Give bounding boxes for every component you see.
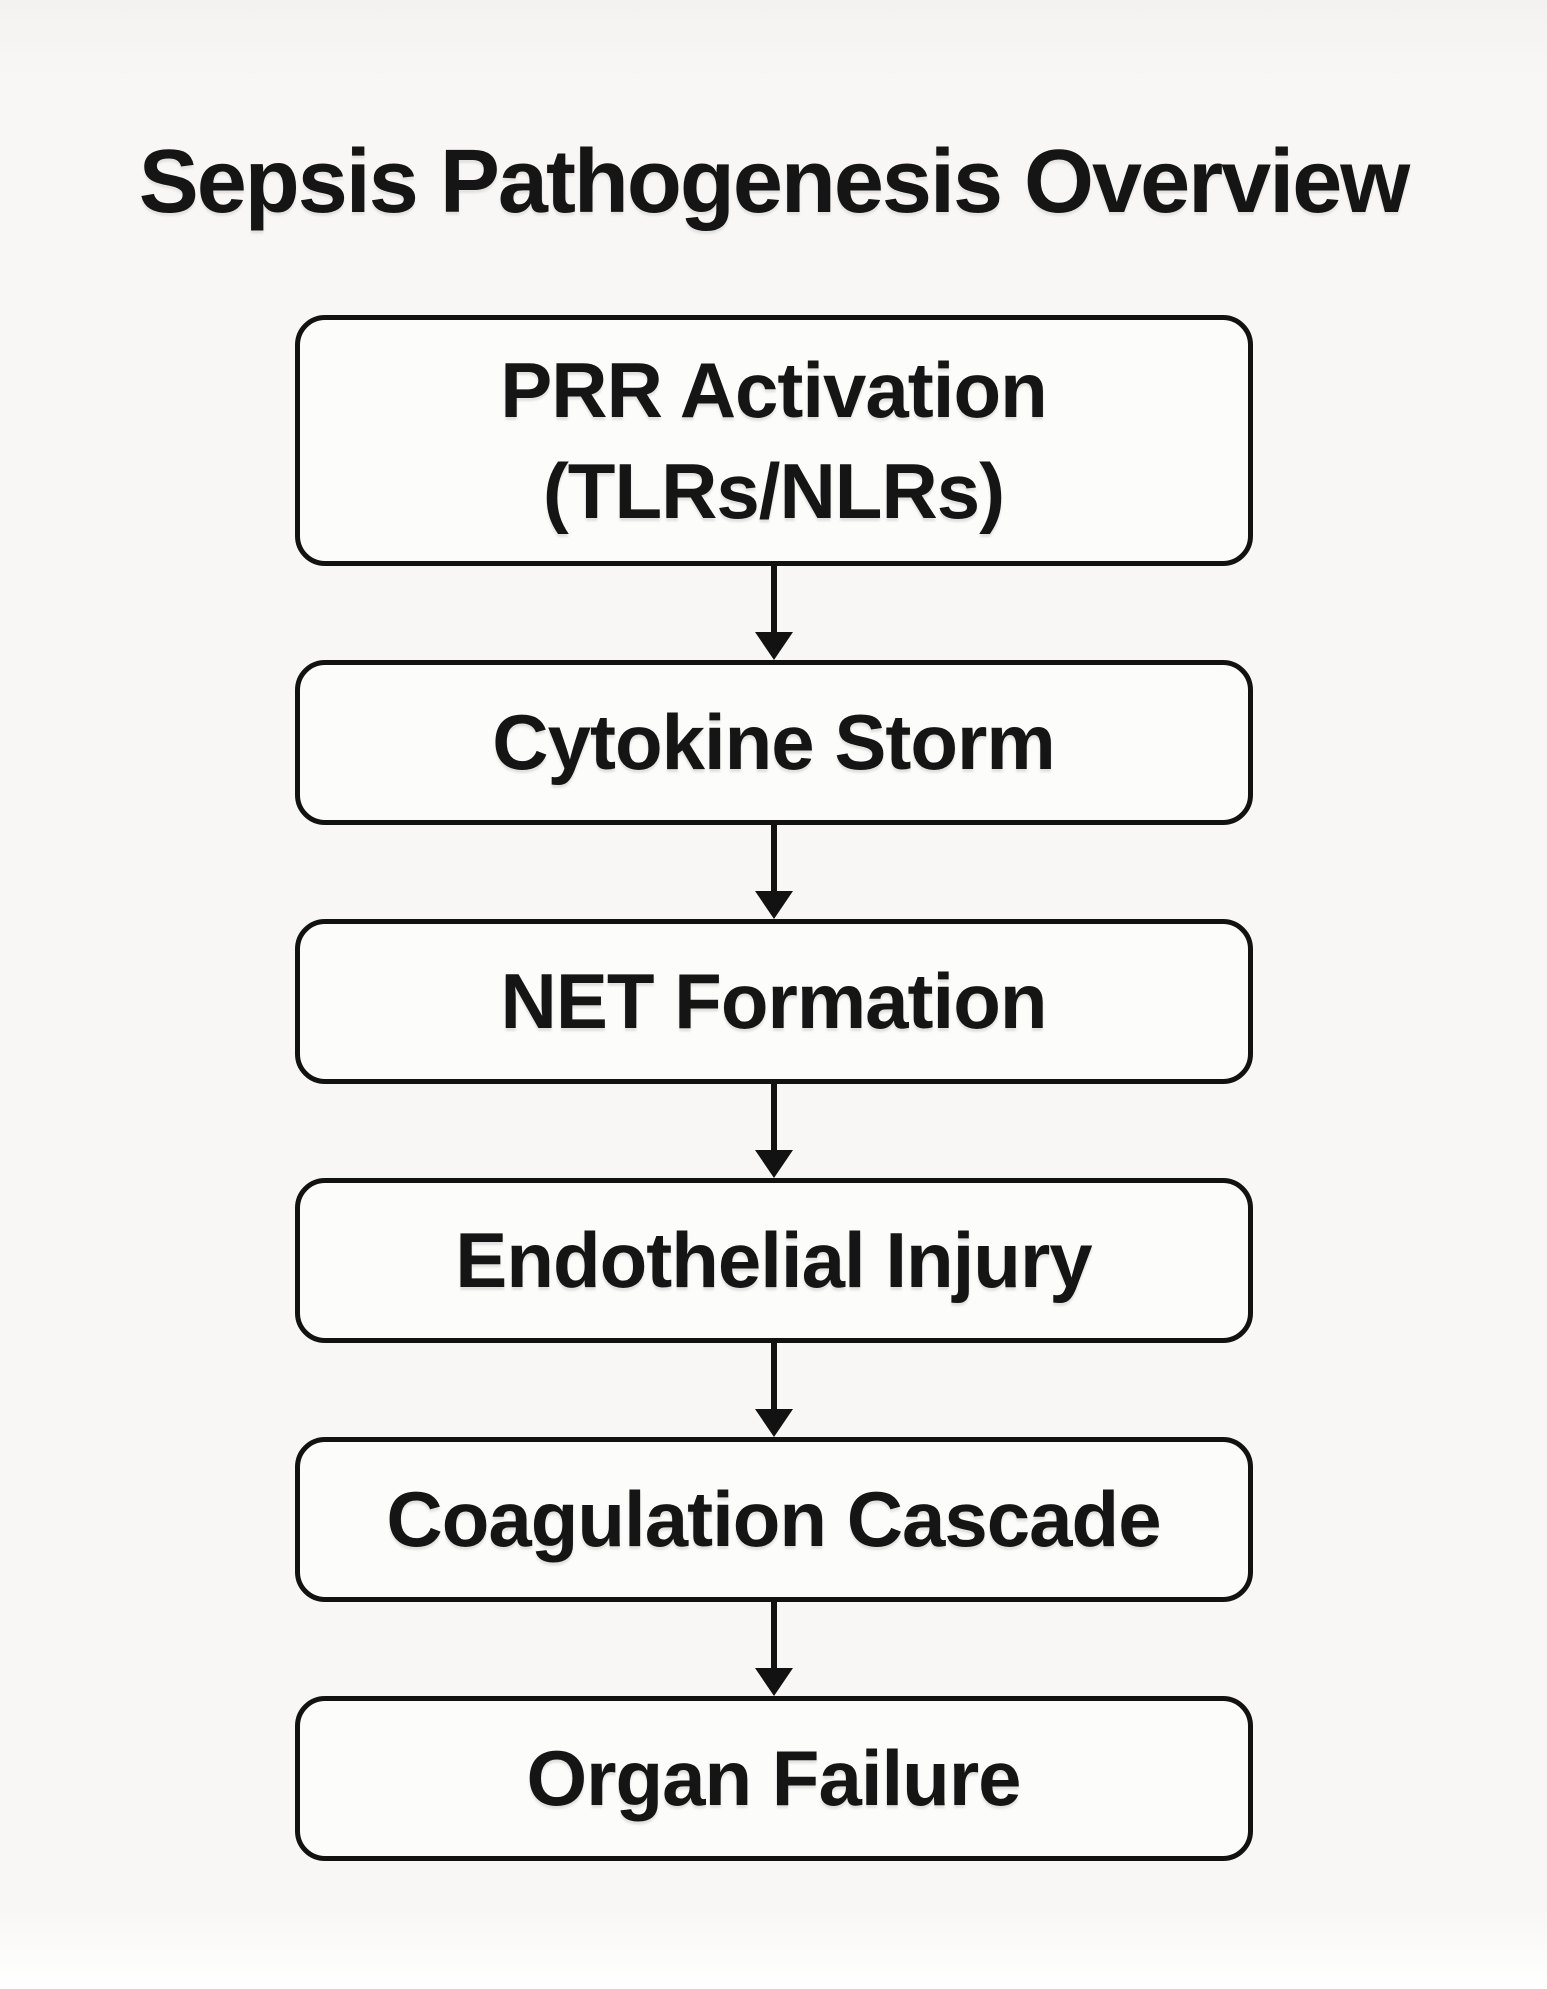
arrow-down-icon	[754, 1343, 793, 1437]
arrow-down-icon	[754, 825, 793, 919]
flow-node-organ-failure: Organ Failure	[294, 1696, 1253, 1861]
flow-node-prr-activation: PRR Activation (TLRs/NLRs)	[294, 315, 1253, 566]
arrow-head	[754, 1668, 793, 1696]
arrow-shaft	[770, 1084, 777, 1151]
arrow-down-icon	[754, 566, 793, 660]
flow-node-cytokine-storm: Cytokine Storm	[294, 660, 1253, 825]
arrow-head	[754, 632, 793, 660]
arrow-shaft	[770, 825, 777, 892]
flowchart: PRR Activation (TLRs/NLRs) Cytokine Stor…	[294, 315, 1253, 1861]
arrow-down-icon	[754, 1602, 793, 1696]
arrow-down-icon	[754, 1084, 793, 1178]
diagram-title: Sepsis Pathogenesis Overview	[138, 132, 1411, 232]
arrow-shaft	[770, 566, 777, 633]
arrow-head	[754, 891, 793, 919]
flow-node-coagulation-cascade: Coagulation Cascade	[294, 1437, 1253, 1602]
arrow-shaft	[770, 1343, 777, 1410]
arrow-shaft	[770, 1602, 777, 1669]
flow-node-net-formation: NET Formation	[294, 919, 1253, 1084]
flow-node-endothelial-injury: Endothelial Injury	[294, 1178, 1253, 1343]
arrow-head	[754, 1150, 793, 1178]
arrow-head	[754, 1409, 793, 1437]
